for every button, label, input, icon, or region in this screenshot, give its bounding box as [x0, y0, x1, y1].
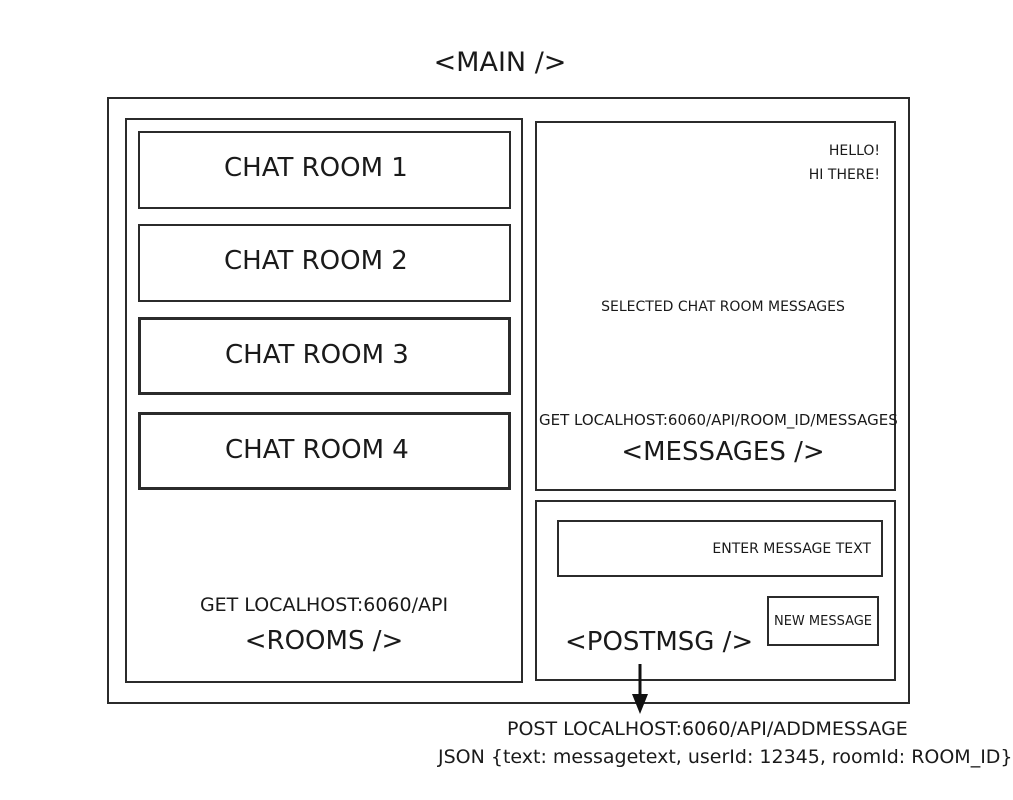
rooms-component-tag: <ROOMS /> [244, 626, 404, 656]
chat-room-label: CHAT ROOM 2 [224, 246, 408, 276]
message-text-input[interactable] [557, 520, 883, 577]
main-component-title: <MAIN /> [433, 47, 567, 78]
message-item: HELLO! [828, 143, 880, 159]
rooms-api-endpoint: GET LOCALHOST:6060/API [199, 594, 449, 616]
new-message-button[interactable]: NEW MESSAGE [767, 596, 879, 646]
messages-caption: SELECTED CHAT ROOM MESSAGES [601, 299, 845, 315]
messages-component-tag: <MESSAGES /> [621, 437, 825, 467]
chat-room-label: CHAT ROOM 3 [225, 340, 409, 370]
chat-room-item-2[interactable]: CHAT ROOM 2 [138, 224, 511, 302]
chat-room-item-4[interactable]: CHAT ROOM 4 [138, 412, 511, 490]
post-arrow-icon [632, 664, 648, 714]
postmsg-component-tag: <POSTMSG /> [565, 627, 754, 657]
chat-room-item-1[interactable]: CHAT ROOM 1 [138, 131, 511, 209]
rooms-component-frame [125, 118, 523, 683]
messages-component-frame [535, 121, 896, 491]
chat-room-label: CHAT ROOM 4 [225, 435, 409, 465]
chat-room-item-3[interactable]: CHAT ROOM 3 [138, 317, 511, 395]
chat-room-label: CHAT ROOM 1 [224, 153, 408, 183]
message-item: HI THERE! [808, 167, 880, 183]
post-api-endpoint: POST LOCALHOST:6060/API/ADDMESSAGE [507, 718, 908, 740]
messages-api-endpoint: GET LOCALHOST:6060/API/ROOM_ID/MESSAGES [539, 411, 898, 429]
post-json-payload: JSON {text: messagetext, userId: 12345, … [438, 746, 1013, 768]
